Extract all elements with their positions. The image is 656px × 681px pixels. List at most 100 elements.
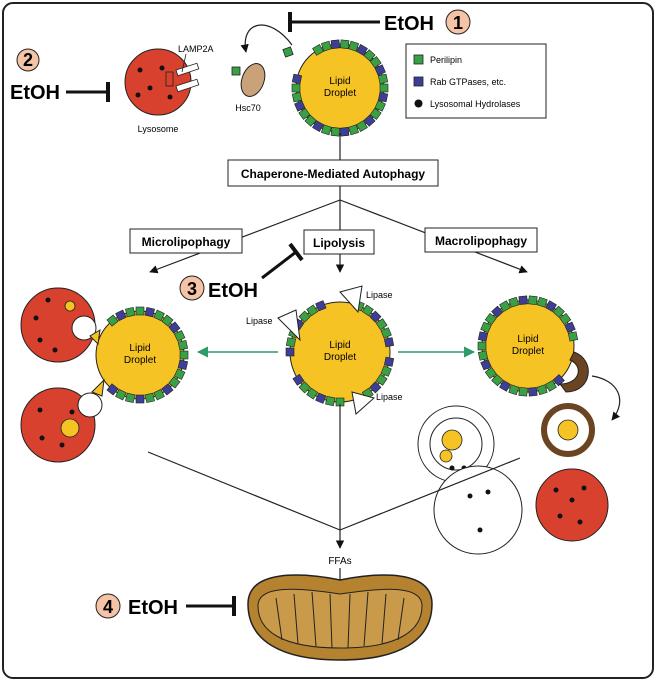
lipase-label-top: Lipase xyxy=(366,290,393,300)
droplet-label-line1: Lipid xyxy=(329,76,350,87)
lipase-enzyme xyxy=(339,285,363,314)
perilipin-marker xyxy=(135,306,145,316)
perilipin-marker xyxy=(125,392,136,404)
droplet-label-line2: Droplet xyxy=(324,88,356,99)
lipolysis-illustration: Lipid Droplet Lipase Lipase Lipase xyxy=(246,285,403,415)
perilipin-marker xyxy=(369,56,382,69)
perilipin-marker xyxy=(115,388,127,401)
perilipin-marker xyxy=(298,310,311,323)
arrow-to-microlipophagy xyxy=(149,199,341,274)
rab-gtpase-marker xyxy=(168,321,181,334)
inhibitor-number-2: 2 xyxy=(23,50,33,70)
perilipin-marker xyxy=(320,40,332,52)
inhibitor-badge-4 xyxy=(95,593,121,619)
mitochondrion xyxy=(247,574,433,661)
rab-gtpase-marker xyxy=(135,394,145,404)
lamp2a-protein xyxy=(175,62,200,77)
etoh-label-2: EtOH xyxy=(10,82,60,104)
cma-box xyxy=(227,159,439,187)
rab-gtpase-marker xyxy=(564,321,576,333)
perilipin-marker xyxy=(484,367,497,380)
perilipin-marker xyxy=(567,331,579,342)
legend-swatch-rab xyxy=(413,76,424,87)
lipolysis-label: Lipolysis xyxy=(313,236,365,250)
macro-droplet-label-1: Lipid xyxy=(517,334,538,345)
legend-label-rab: Rab GTPases, etc. xyxy=(430,77,506,87)
perilipin-marker xyxy=(348,124,360,136)
perilipin-marker xyxy=(320,124,332,136)
perilipin-marker xyxy=(285,337,297,348)
mitochondrion-cristae xyxy=(275,591,405,649)
perilipin-marker xyxy=(375,373,388,386)
perilipin-marker xyxy=(330,127,341,137)
perilipin-marker xyxy=(484,312,497,325)
perilipin-marker xyxy=(377,73,389,84)
perilipin-marker xyxy=(361,304,374,317)
inhibitor-badge-1 xyxy=(445,9,471,35)
droplet-coat xyxy=(477,295,579,397)
rab-gtpase-marker xyxy=(377,92,389,103)
perilipin-marker xyxy=(536,296,548,308)
lipo-droplet-label-1: Lipid xyxy=(329,340,350,351)
perilipin-marker xyxy=(528,295,538,305)
perilipin-marker xyxy=(325,395,336,407)
perilipin-marker xyxy=(106,314,119,327)
perilipin-marker xyxy=(153,388,165,401)
rab-gtpase-marker xyxy=(291,73,303,84)
perilipin-marker xyxy=(161,314,174,327)
macrolipophagy-illustration: Lipid Droplet xyxy=(417,295,621,555)
macrolipophagy-box xyxy=(424,227,538,253)
rab-gtpase-marker xyxy=(144,306,155,318)
rab-gtpase-marker xyxy=(477,331,489,342)
rab-gtpase-marker xyxy=(374,64,386,76)
droplet-coat xyxy=(106,306,189,404)
released-perilipin xyxy=(282,46,294,58)
cma-curved-arrow xyxy=(240,24,293,53)
degraded-autolysosome xyxy=(433,465,523,555)
rab-gtpase-marker xyxy=(545,300,557,313)
lipolysis-box xyxy=(303,229,375,255)
etoh-label-1: EtOH xyxy=(384,13,434,35)
perilipin-marker xyxy=(348,40,360,52)
perilipin-marker xyxy=(379,83,389,93)
perilipin-marker xyxy=(374,100,386,112)
microlipophagy-label: Microlipophagy xyxy=(142,235,231,249)
lamp2a-channel xyxy=(165,71,174,87)
rab-gtpase-marker xyxy=(285,347,295,357)
rab-gtpase-marker xyxy=(369,381,382,394)
legend: Perilipin Rab GTPases, etc. Lysosomal Hy… xyxy=(405,43,547,119)
perilipin-marker xyxy=(508,296,520,308)
perilipin-marker xyxy=(312,44,324,56)
perilipin-marker xyxy=(306,387,319,400)
inhibitor-number-3: 3 xyxy=(187,279,197,299)
rab-gtpase-marker xyxy=(480,359,492,371)
lipase-label-left: Lipase xyxy=(246,316,273,326)
perilipin-marker xyxy=(480,321,492,333)
perilipin-marker xyxy=(173,368,186,380)
perilipin-marker xyxy=(179,350,189,360)
perilipin-marker xyxy=(559,312,572,325)
legend-label-hydrolases: Lysosomal Hydrolases xyxy=(430,99,521,109)
arrow-phagophore-to-autophagosome xyxy=(591,375,621,421)
etoh-label-4: EtOH xyxy=(128,597,178,619)
connector-macro-ffa xyxy=(339,457,521,531)
perilipin-marker xyxy=(168,376,181,389)
lipase-enzyme xyxy=(351,391,376,415)
perilipin-marker xyxy=(536,384,548,396)
released-perilipin xyxy=(231,66,241,76)
rab-gtpase-marker xyxy=(356,44,368,56)
rab-gtpase-marker xyxy=(330,39,341,49)
rab-gtpase-marker xyxy=(491,305,504,318)
perilipin-marker xyxy=(552,305,565,318)
micro-droplet-label-2: Droplet xyxy=(124,355,156,366)
rab-gtpase-marker xyxy=(177,359,189,370)
top-lipid-droplet: Lipid Droplet xyxy=(291,39,389,137)
phagophore xyxy=(559,351,589,393)
rab-gtpase-marker xyxy=(363,114,376,127)
ffas-label: FFAs xyxy=(328,556,351,567)
perilipin-marker xyxy=(375,318,388,331)
cma-lysosome xyxy=(124,48,200,116)
rab-gtpase-marker xyxy=(315,392,327,404)
perilipin-marker xyxy=(363,49,376,62)
perilipin-marker xyxy=(380,365,392,377)
